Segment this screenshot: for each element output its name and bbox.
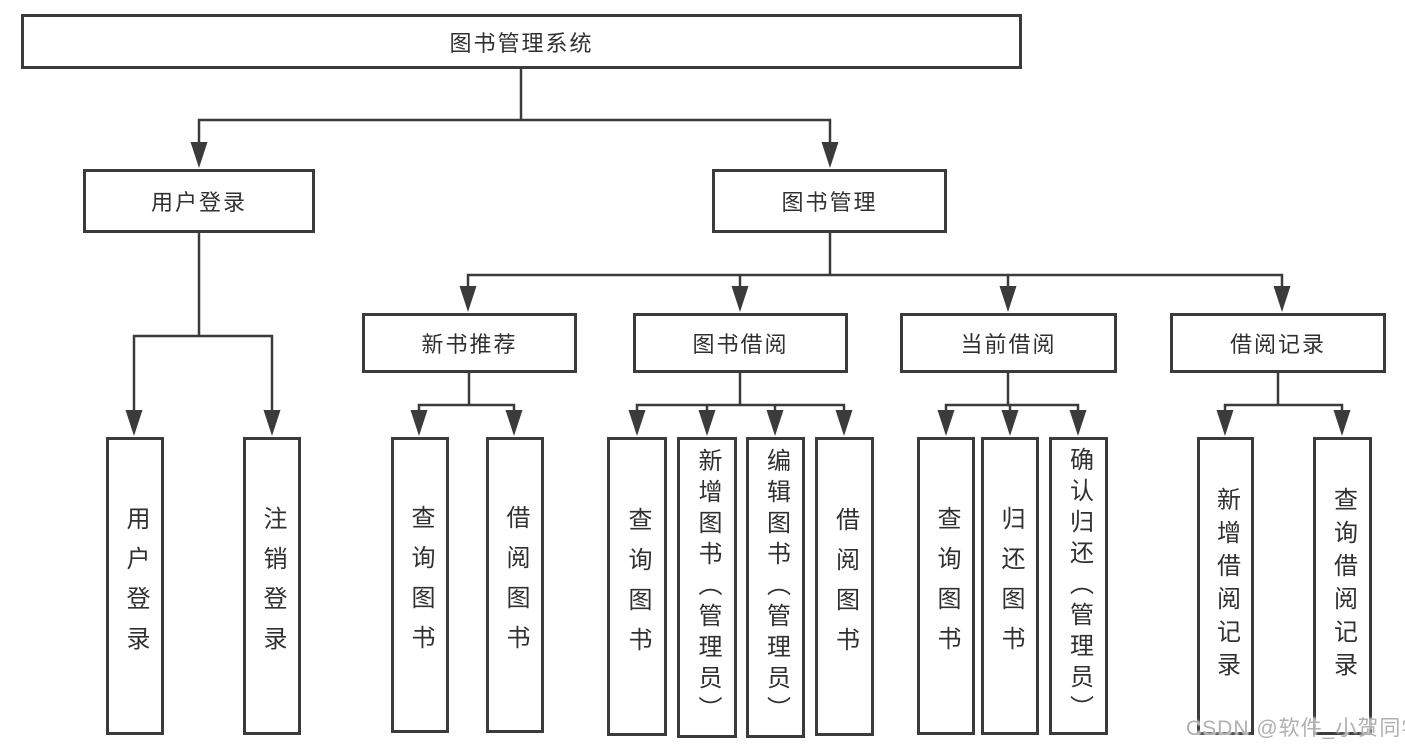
leaf-logout: 注销登录	[243, 437, 301, 735]
leaf-logout-label: 注销登录	[259, 506, 286, 666]
leaf-borrow-borrow-books-label: 借阅图书	[831, 506, 859, 667]
node-book-management-label: 图书管理	[781, 190, 878, 215]
leaf-recommend-borrow-books-label: 借阅图书	[502, 505, 529, 665]
leaf-records-query-record-label: 查询借阅记录	[1329, 487, 1357, 685]
leaf-recommend-query-books: 查询图书	[391, 437, 449, 733]
arrowhead-icons	[125, 142, 1351, 436]
leaf-borrow-add-books-admin: 新增图书（管理员）	[677, 437, 737, 738]
node-book-borrow: 图书借阅	[633, 313, 848, 373]
node-current-borrow: 当前借阅	[900, 313, 1117, 373]
leaf-current-return-books: 归还图书	[981, 437, 1039, 735]
node-user-login: 用户登录	[83, 169, 315, 233]
node-new-book-recommend-label: 新书推荐	[421, 332, 518, 357]
node-root-label: 图书管理系统	[449, 30, 594, 56]
node-book-borrow-label: 图书借阅	[692, 332, 789, 357]
leaf-borrow-borrow-books: 借阅图书	[815, 437, 874, 736]
node-current-borrow-label: 当前借阅	[960, 332, 1057, 357]
leaf-borrow-edit-books-admin-label: 编辑图书（管理员）	[762, 448, 790, 727]
leaf-borrow-query-books-label: 查询图书	[624, 506, 651, 667]
node-root-system: 图书管理系统	[21, 14, 1022, 69]
leaf-user-login: 用户登录	[106, 437, 164, 735]
node-book-management: 图书管理	[712, 169, 947, 233]
leaf-recommend-borrow-books: 借阅图书	[486, 437, 544, 733]
leaf-current-query-books-label: 查询图书	[933, 506, 960, 666]
leaf-recommend-query-books-label: 查询图书	[407, 505, 434, 665]
leaf-records-query-record: 查询借阅记录	[1313, 437, 1372, 735]
node-new-book-recommend: 新书推荐	[362, 313, 577, 373]
leaf-borrow-query-books: 查询图书	[607, 437, 667, 736]
node-borrow-records-label: 借阅记录	[1229, 332, 1326, 357]
leaf-records-add-record-label: 新增借阅记录	[1212, 487, 1240, 685]
leaf-current-query-books: 查询图书	[917, 437, 975, 735]
node-borrow-records: 借阅记录	[1170, 313, 1386, 373]
leaf-borrow-edit-books-admin: 编辑图书（管理员）	[746, 437, 805, 738]
leaf-current-return-books-label: 归还图书	[997, 506, 1024, 666]
leaf-records-add-record: 新增借阅记录	[1197, 437, 1254, 735]
leaf-user-login-label: 用户登录	[122, 506, 149, 666]
watermark: CSDN @软件_小贺同学	[1186, 717, 1405, 740]
leaf-current-confirm-return-admin: 确认归还（管理员）	[1049, 437, 1108, 735]
leaf-borrow-add-books-admin-label: 新增图书（管理员）	[694, 448, 721, 727]
node-user-login-label: 用户登录	[150, 190, 247, 215]
leaf-current-confirm-return-admin-label: 确认归还（管理员）	[1065, 446, 1093, 726]
